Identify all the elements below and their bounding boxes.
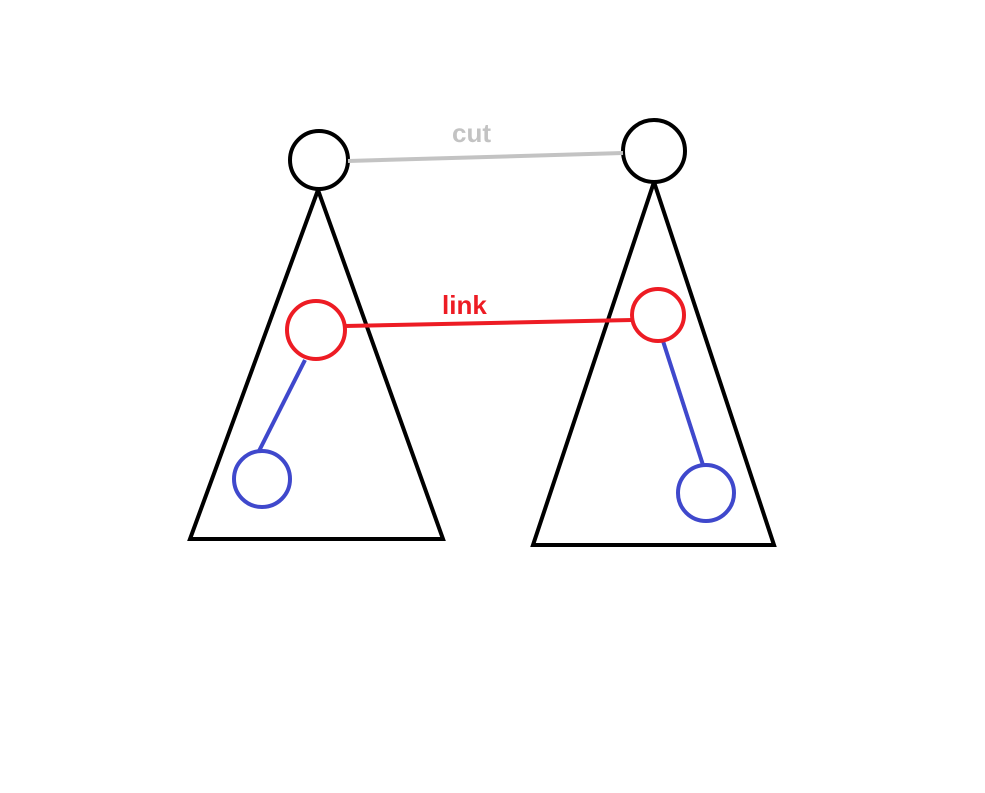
right-tree <box>530 118 777 547</box>
link-edge <box>344 318 633 328</box>
left-red-node <box>285 299 347 361</box>
cut-edge <box>347 151 624 163</box>
left-root-node <box>288 129 350 191</box>
left-tree <box>187 129 446 541</box>
left-subtree-triangle <box>187 184 446 541</box>
left-blue-node <box>232 449 292 509</box>
right-blue-edge <box>660 337 705 466</box>
right-blue-node <box>676 463 736 523</box>
link-label: link <box>442 290 487 320</box>
right-root-node <box>621 118 687 184</box>
right-subtree-triangle <box>530 175 777 547</box>
right-red-node <box>630 287 686 343</box>
cut-label: cut <box>452 118 491 148</box>
left-blue-edge <box>257 359 307 452</box>
